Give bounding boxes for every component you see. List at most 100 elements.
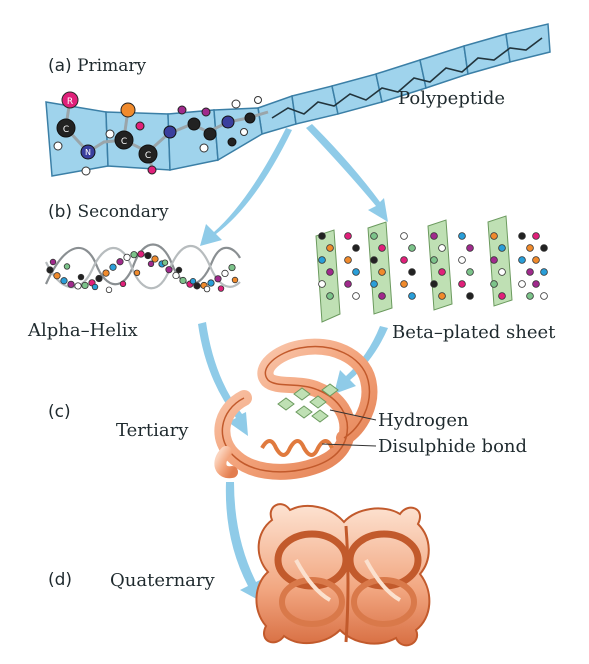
arrow-tertiary-to-quaternary [225, 482, 262, 602]
primary-name: Primary [77, 56, 147, 76]
helix-residue [151, 255, 159, 263]
sheet-residue [518, 232, 526, 240]
sheet-residue [458, 256, 466, 264]
sheet-residue [430, 256, 438, 264]
beta-sheet-label: Beta–plated sheet [392, 322, 556, 343]
sheet-residue [458, 232, 466, 240]
tertiary-name: Tertiary [116, 420, 189, 441]
helix-residue [102, 269, 110, 277]
sheet-residue [490, 232, 498, 240]
helix-residue [91, 283, 99, 291]
sheet-residue [490, 256, 498, 264]
helix-residue [105, 286, 113, 294]
sheet-residue [498, 292, 506, 300]
sheet-residue [518, 256, 526, 264]
sheet-residue [318, 280, 326, 288]
sheet-residue [352, 292, 360, 300]
helix-residue [175, 266, 183, 274]
sheet-residue [466, 292, 474, 300]
secondary-tag: (b) [48, 202, 73, 222]
helix-residue [63, 263, 71, 270]
helix-residue [193, 282, 201, 290]
sheet-residue [408, 244, 416, 252]
helix-residue [179, 276, 187, 285]
helix-residue [217, 285, 225, 292]
helix-residue [67, 280, 75, 288]
sheet-residue [344, 232, 352, 240]
sheet-residue [370, 256, 378, 264]
helix-residue [130, 251, 138, 259]
helix-residue [189, 278, 197, 285]
helix-residue [165, 266, 173, 274]
arrow-to-alpha-helix [200, 128, 292, 246]
helix-residue [123, 253, 131, 261]
helix-residue [53, 272, 61, 280]
sheet-residue [438, 268, 446, 276]
tertiary-structure [214, 338, 378, 480]
sheet-residue [370, 232, 378, 240]
beta-pleated-sheet [315, 215, 548, 323]
sheet-residue [526, 268, 534, 276]
polypeptide-chain [45, 23, 551, 177]
sheet-residue [408, 292, 416, 300]
helix-residue [144, 251, 152, 260]
sheet-residue [526, 244, 534, 252]
helix-residue [60, 277, 68, 285]
primary-label: (a) Primary [48, 56, 146, 76]
sheet-residue [318, 232, 326, 240]
secondary-label: (b) Secondary [48, 202, 169, 222]
sheet-residue [378, 268, 386, 276]
sheet-residue [466, 268, 474, 276]
atom-c-label-2: C [121, 137, 127, 147]
sheet-residue [378, 244, 386, 252]
helix-residue [207, 279, 215, 287]
sheet-residue [540, 244, 548, 252]
sheet-residue [318, 256, 326, 264]
primary-tag: (a) [48, 56, 72, 76]
atom-n-label: N [85, 148, 91, 157]
helix-residue [161, 259, 169, 266]
sheet-residue [438, 244, 446, 252]
helix-residue [231, 276, 239, 284]
helix-residue [109, 263, 117, 271]
sheet-residue [326, 244, 334, 252]
alpha-helix [44, 243, 241, 294]
quaternary-tag: (d) [48, 570, 73, 590]
helix-residue [49, 258, 57, 266]
sheet-residue [326, 268, 334, 276]
sheet-residue [400, 280, 408, 288]
helix-residue [228, 263, 236, 272]
helix-residue [74, 282, 82, 290]
sheet-residue [352, 244, 360, 252]
helix-residue [133, 269, 141, 277]
helix-residue [119, 280, 127, 288]
helix-residue [172, 271, 180, 280]
sheet-residue [526, 292, 534, 300]
arrow-to-beta-sheet [306, 124, 388, 222]
secondary-name: Secondary [77, 202, 169, 222]
sheet-residue [498, 244, 506, 252]
sheet-residue [430, 232, 438, 240]
helix-residue [46, 266, 54, 274]
sheet-residue [352, 268, 360, 276]
sheet-residue [498, 268, 506, 276]
helix-residue [214, 275, 222, 283]
helix-residue [77, 273, 85, 281]
alpha-helix-label: Alpha–Helix [28, 320, 138, 341]
sheet-residue [540, 292, 548, 300]
sheet-residue [378, 292, 386, 300]
atom-r-label: R [67, 97, 73, 107]
helix-residue [81, 281, 89, 290]
sheet-residue [326, 292, 334, 300]
helix-residue [203, 285, 211, 293]
sheet-residue [532, 256, 540, 264]
sheet-residue [458, 280, 466, 288]
disulphide-bond-label: Disulphide bond [378, 436, 528, 457]
quaternary-name: Quaternary [110, 570, 215, 591]
sheet-residue [344, 280, 352, 288]
sheet-residue [518, 280, 526, 288]
polypeptide-label: Polypeptide [398, 88, 506, 109]
tertiary-tag: (c) [48, 402, 71, 422]
